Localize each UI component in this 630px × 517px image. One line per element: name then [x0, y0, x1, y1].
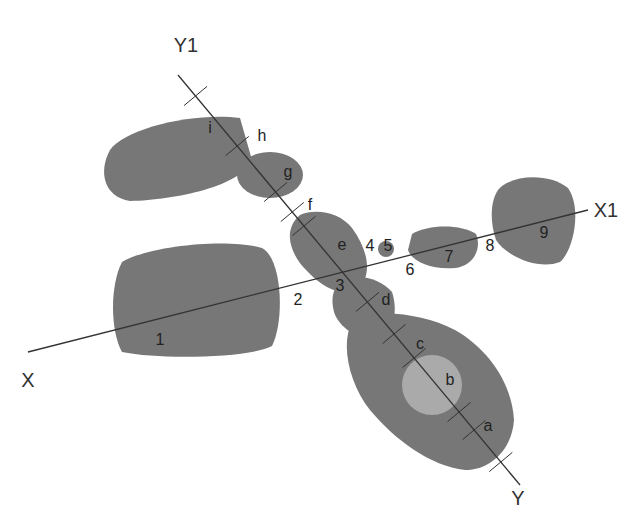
callout-label: 4 — [366, 237, 375, 255]
axis-tick — [489, 452, 512, 471]
axis-label: X — [21, 369, 34, 391]
particle-blob — [347, 314, 514, 470]
callout-label: f — [308, 196, 312, 214]
axis-tick — [184, 86, 207, 105]
callout-label: d — [382, 291, 391, 309]
axis-tick — [264, 182, 287, 201]
callout-label: 7 — [445, 248, 454, 266]
callout-label: 1 — [156, 331, 165, 349]
particle-blob — [104, 117, 252, 201]
axis-tick — [226, 136, 249, 155]
callout-label: 2 — [294, 291, 303, 309]
axis-tick — [383, 324, 406, 343]
axis-label: Y1 — [174, 34, 198, 56]
callout-label: 3 — [336, 277, 345, 295]
inclusion-spot — [402, 355, 462, 415]
callout-label: c — [416, 335, 424, 353]
callout-label: i — [208, 119, 212, 137]
axis-tick — [281, 202, 304, 221]
axis-label: Y — [511, 487, 524, 509]
axis-tick — [448, 402, 471, 421]
callout-label: h — [258, 127, 267, 145]
particle-blob — [492, 177, 576, 264]
axis-tick — [463, 420, 486, 439]
callout-label: 6 — [406, 261, 415, 279]
callout-label: e — [338, 236, 347, 254]
callout-label: a — [484, 417, 493, 435]
particle-blob — [113, 243, 280, 356]
y-axis-line — [178, 75, 520, 485]
callout-label: 8 — [486, 237, 495, 255]
particle-blob — [237, 152, 303, 198]
axis-tick — [292, 216, 315, 235]
callout-label: g — [284, 163, 293, 181]
callout-label: b — [446, 371, 455, 389]
callout-label: 9 — [540, 224, 549, 242]
axis-tick — [356, 292, 379, 311]
callout-label: 5 — [384, 237, 393, 255]
axis-label: X1 — [594, 199, 618, 221]
